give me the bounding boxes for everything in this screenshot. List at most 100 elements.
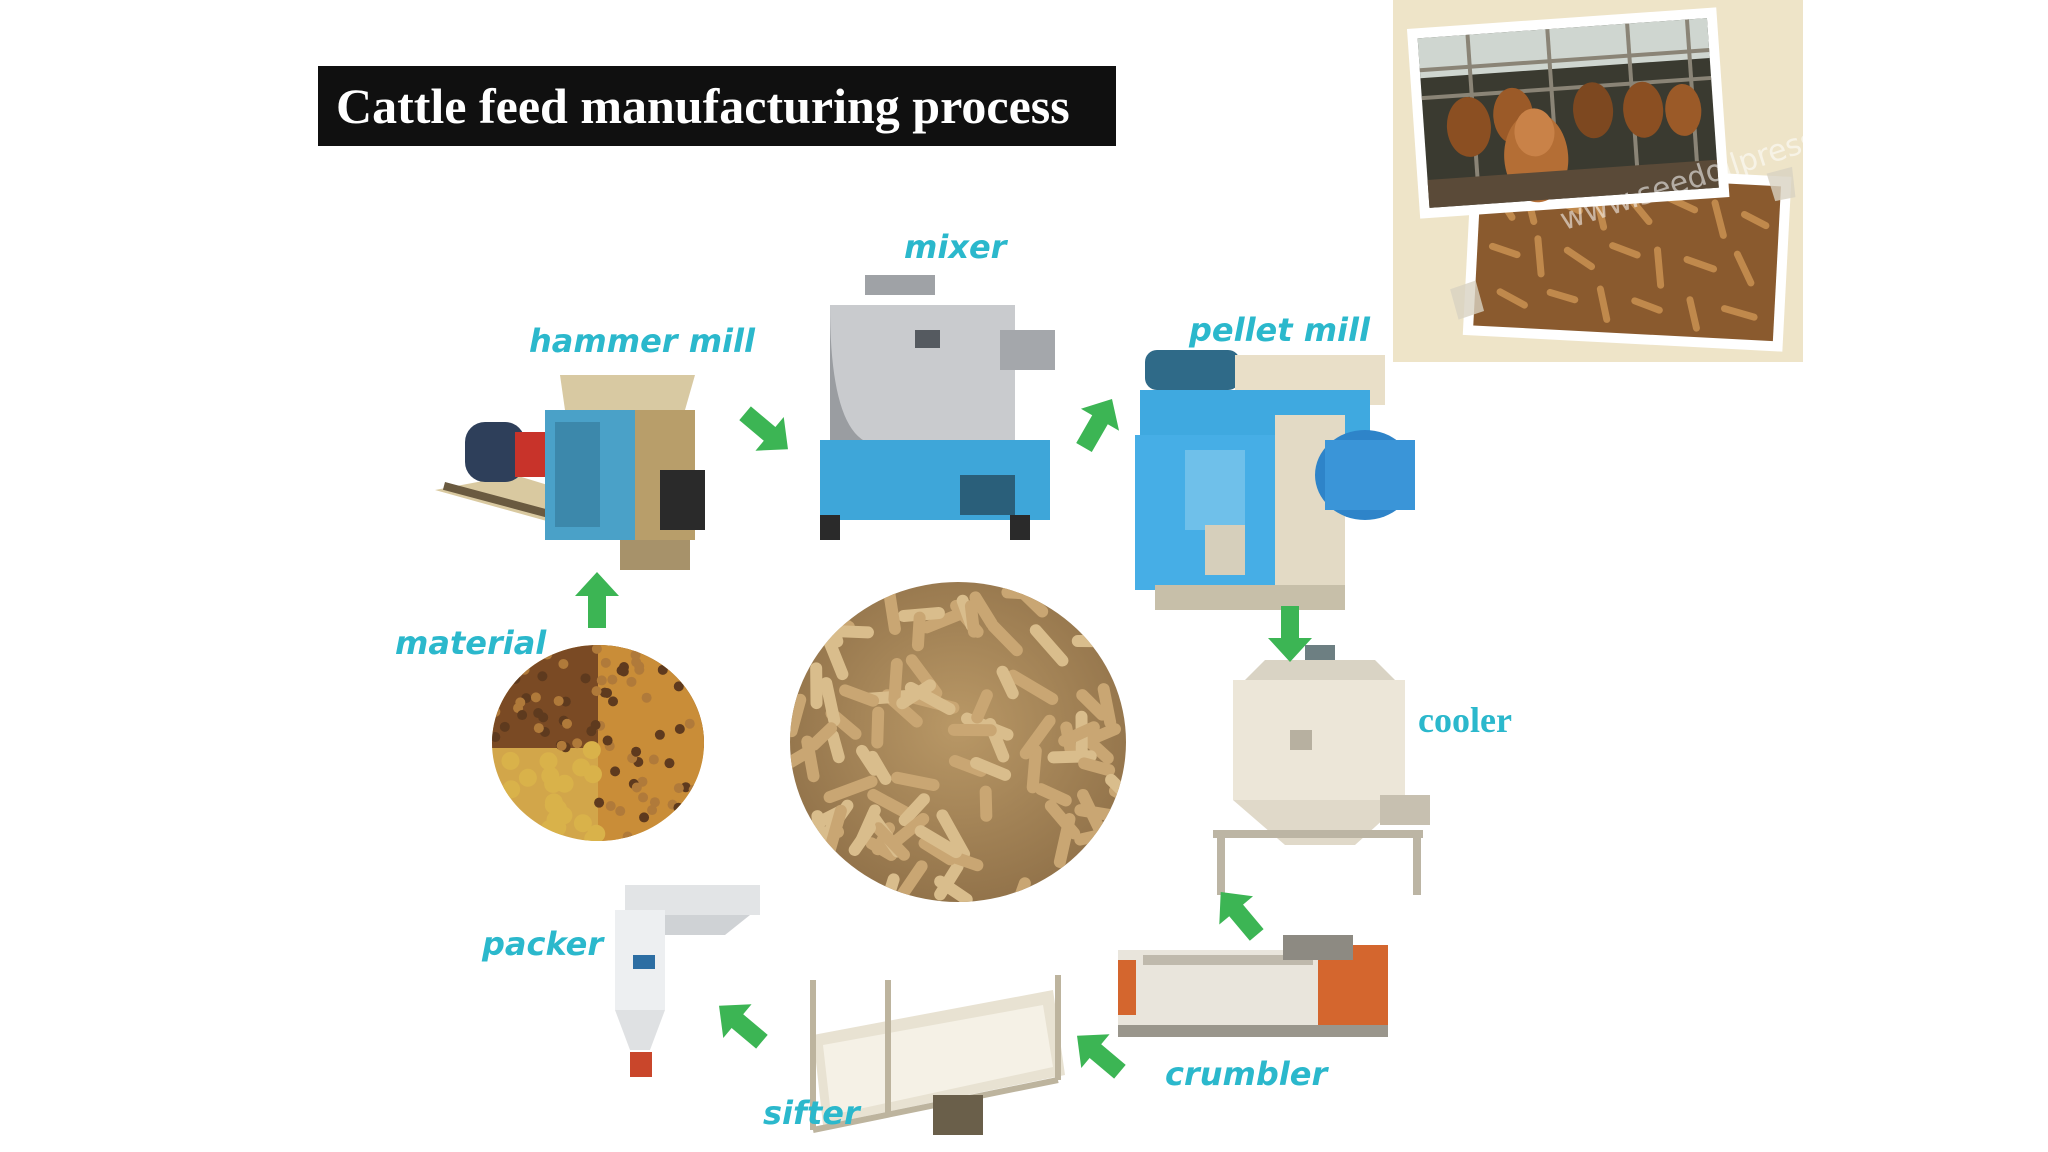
grain-texture xyxy=(492,683,496,694)
grain-texture xyxy=(655,836,666,841)
grain-texture xyxy=(649,797,660,808)
grain-texture xyxy=(510,673,521,684)
pellet-texture xyxy=(1065,866,1114,896)
grain-texture xyxy=(492,732,501,743)
pellet-texture xyxy=(1077,788,1107,837)
grain-texture xyxy=(682,661,693,672)
grain-texture xyxy=(641,692,652,703)
pellet-texture xyxy=(790,693,807,738)
title-text: Cattle feed manufacturing process xyxy=(336,78,1070,134)
grain-texture xyxy=(562,718,573,729)
grain-texture xyxy=(499,721,510,732)
grain-texture xyxy=(608,696,619,707)
cooler-machine xyxy=(1213,645,1430,895)
pellet-texture xyxy=(1001,586,1040,600)
grain-texture xyxy=(664,758,675,769)
pellet-texture xyxy=(969,591,998,630)
grain-texture xyxy=(503,818,522,837)
grain-texture xyxy=(554,806,573,825)
grain-texture xyxy=(492,800,507,819)
grain-texture xyxy=(540,820,559,839)
pellet-texture xyxy=(896,679,937,710)
pellet-texture xyxy=(1097,683,1117,729)
pellet-texture xyxy=(801,735,820,783)
grain-texture xyxy=(697,790,704,801)
grain-texture xyxy=(607,674,618,685)
arrow-hammer-mill-to-mixer xyxy=(739,406,788,451)
grain-texture xyxy=(605,800,616,811)
label-packer: packer xyxy=(482,925,604,963)
pellet-texture xyxy=(807,722,838,751)
grain-texture xyxy=(492,787,510,806)
grain-texture xyxy=(502,808,521,827)
label-sifter: sifter xyxy=(763,1094,860,1132)
grain-texture xyxy=(499,662,510,673)
pellet-texture xyxy=(867,788,911,818)
grain-texture xyxy=(685,674,696,685)
grain-texture xyxy=(690,645,701,649)
grain-texture xyxy=(683,657,694,668)
pellet-texture xyxy=(1108,784,1126,815)
sifter-machine xyxy=(810,975,1065,1135)
pellet-texture xyxy=(891,771,940,792)
pellet-texture xyxy=(911,611,926,652)
grain-texture xyxy=(582,741,601,760)
grain-texture xyxy=(673,802,684,813)
label-hammer-mill: hammer mill xyxy=(529,322,755,360)
pellet-texture xyxy=(1047,750,1097,764)
grain-texture xyxy=(583,765,602,784)
grain-texture xyxy=(533,723,544,734)
packer-machine xyxy=(615,885,760,1077)
grain-texture xyxy=(558,658,569,669)
pellet-texture xyxy=(818,604,855,634)
grain-texture xyxy=(544,774,563,793)
grain-texture xyxy=(630,649,641,660)
cattle-photo-collage: www.seedoilpress.com xyxy=(1393,0,1891,362)
pellet-texture xyxy=(1053,813,1076,868)
pellet-texture xyxy=(826,729,845,764)
pellet-texture xyxy=(964,600,980,638)
grain-texture xyxy=(634,661,645,672)
grain-texture xyxy=(518,768,537,787)
label-cooler: cooler xyxy=(1418,700,1512,740)
grain-texture xyxy=(602,687,613,698)
pellet-texture xyxy=(1034,783,1072,807)
pellet-texture xyxy=(856,744,881,776)
grain-texture xyxy=(694,816,704,827)
grain-texture xyxy=(622,831,633,841)
grain-texture xyxy=(590,719,601,730)
arrow-mixer-to-pellet-mill xyxy=(1076,399,1120,453)
pellet-texture xyxy=(1006,669,1059,705)
grain-texture xyxy=(602,735,613,746)
grain-texture xyxy=(512,815,531,834)
pellet-texture xyxy=(880,873,900,902)
grain-texture xyxy=(648,754,659,765)
grain-texture xyxy=(533,708,544,719)
grain-texture xyxy=(684,718,695,729)
pellet-texture xyxy=(934,860,964,901)
pellet-texture xyxy=(914,825,963,859)
pellet-texture xyxy=(936,809,971,861)
grain-texture xyxy=(517,710,528,721)
grain-texture xyxy=(594,797,605,808)
pellet-texture xyxy=(888,658,903,706)
pellet-texture xyxy=(819,627,849,681)
mixer-machine xyxy=(820,275,1055,540)
grain-texture xyxy=(492,706,501,717)
pellet-texture xyxy=(790,747,811,782)
pellet-texture xyxy=(820,677,841,727)
grain-texture xyxy=(629,645,640,649)
page-title: Cattle feed manufacturing process xyxy=(318,66,1116,146)
pellet-texture xyxy=(1094,828,1114,864)
pellet-texture xyxy=(890,812,930,847)
pellet-texture xyxy=(882,584,901,635)
pellet-mill-machine xyxy=(1135,350,1415,610)
grain-texture xyxy=(539,752,558,771)
grain-texture xyxy=(537,671,548,682)
pellet-texture xyxy=(1026,744,1042,794)
label-material: material xyxy=(395,624,547,662)
pellet-texture xyxy=(822,624,874,639)
pellet-texture xyxy=(971,689,993,724)
grain-texture xyxy=(695,654,704,665)
grain-texture xyxy=(610,766,621,777)
